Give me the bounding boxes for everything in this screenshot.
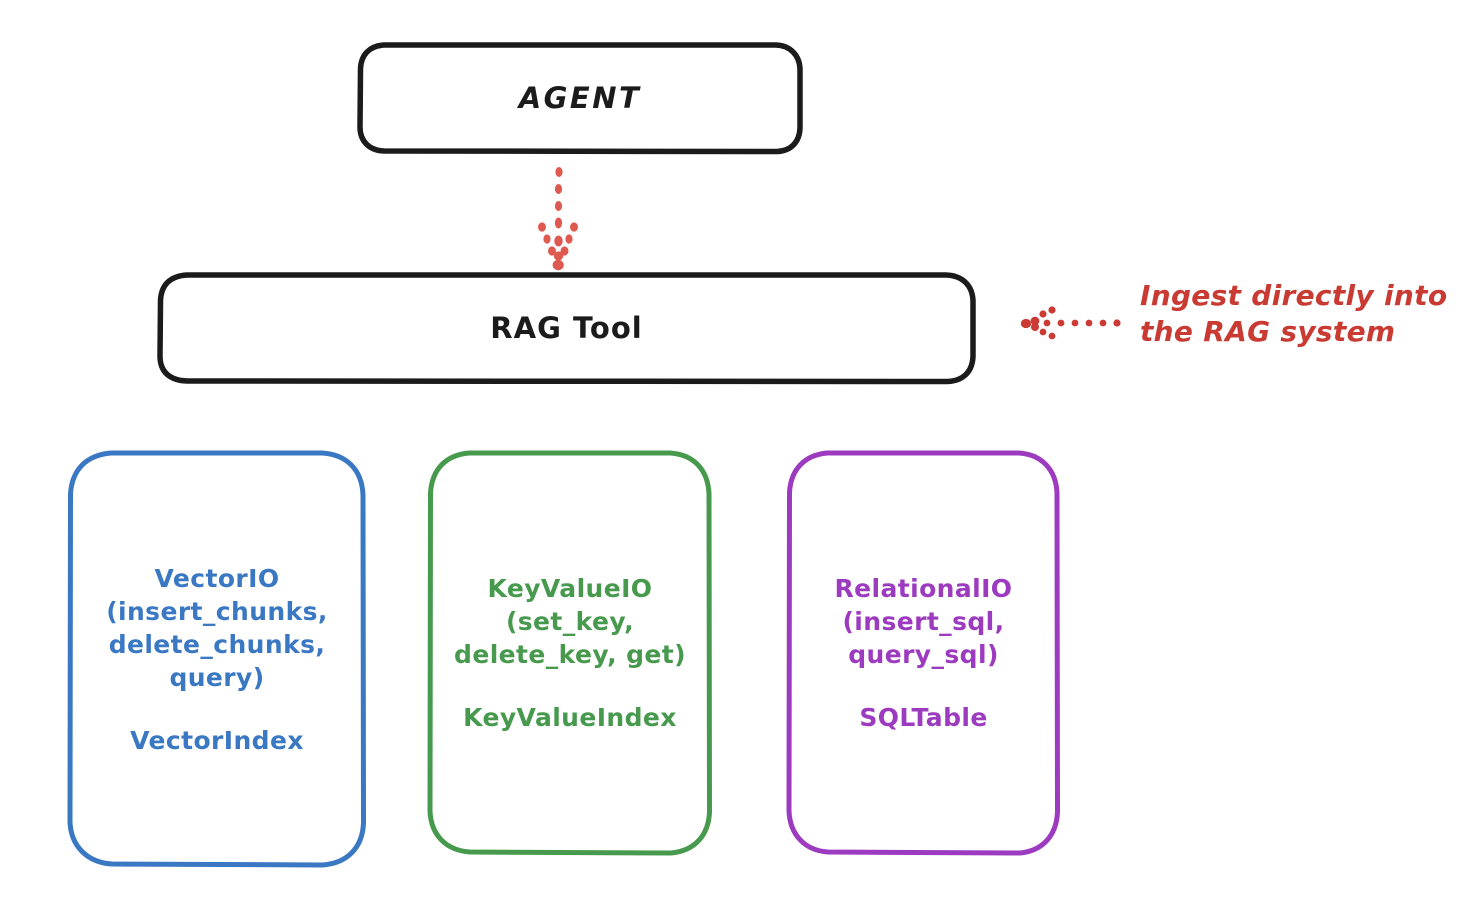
ingest-annotation-text: Ingest directly into the RAG system bbox=[1140, 279, 1448, 348]
vector-io-api-label: VectorIO (insert_chunks, delete_chunks, … bbox=[106, 563, 328, 692]
relational-io-node[interactable]: RelationalIO (insert_sql, query_sql) SQL… bbox=[786, 450, 1061, 856]
ingest-arrow-icon bbox=[1020, 306, 1121, 340]
key-value-io-api-label: KeyValueIO (set_key, delete_key, get) bbox=[454, 574, 686, 669]
vector-io-node[interactable]: VectorIO (insert_chunks, delete_chunks, … bbox=[67, 450, 367, 868]
agent-node-label: AGENT bbox=[518, 80, 642, 115]
key-value-io-node[interactable]: KeyValueIO (set_key, delete_key, get) Ke… bbox=[427, 450, 713, 856]
vector-io-index-label: VectorIndex bbox=[130, 725, 304, 755]
rag-tool-node[interactable]: RAG Tool bbox=[157, 272, 976, 385]
key-value-io-index-label: KeyValueIndex bbox=[463, 703, 677, 732]
rag-tool-node-label: RAG Tool bbox=[490, 310, 643, 345]
agent-to-rag-connector bbox=[538, 167, 578, 271]
agent-node[interactable]: AGENT bbox=[357, 42, 803, 155]
relational-io-index-label: SQLTable bbox=[859, 703, 988, 732]
relational-io-api-label: RelationalIO (insert_sql, query_sql) bbox=[834, 574, 1013, 669]
ingest-annotation: Ingest directly into the RAG system bbox=[1140, 278, 1470, 350]
